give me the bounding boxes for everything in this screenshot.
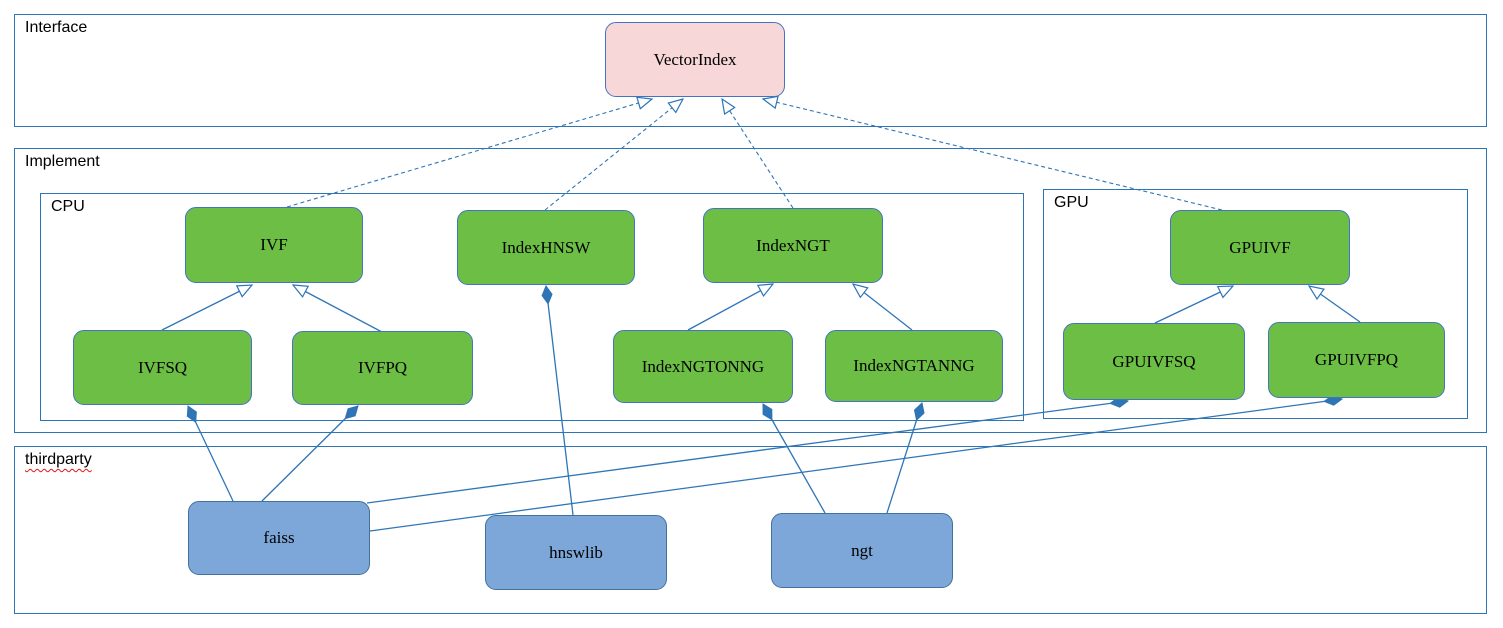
node-faiss-label: faiss [263, 528, 295, 547]
node-ngt[interactable]: ngt [771, 513, 953, 588]
node-ivf[interactable]: IVF [185, 207, 363, 283]
node-vectorindex-label: VectorIndex [653, 49, 737, 69]
node-indexngtonng[interactable]: IndexNGTONNG [613, 330, 793, 403]
node-gpuivf[interactable]: GPUIVF [1170, 210, 1350, 285]
container-thirdparty-label: thirdparty [25, 451, 92, 468]
node-indexhnsw[interactable]: IndexHNSW [457, 210, 635, 285]
node-indexngtonng-label: IndexNGTONNG [641, 356, 765, 376]
node-ivfsq[interactable]: IVFSQ [73, 330, 252, 405]
node-indexngtanng[interactable]: IndexNGTANNG [825, 330, 1003, 402]
node-ivfpq-label: IVFPQ [357, 358, 408, 377]
node-indexhnsw-label: IndexHNSW [501, 237, 591, 257]
node-ivf-label: IVF [260, 235, 288, 254]
node-hnswlib[interactable]: hnswlib [485, 515, 667, 590]
node-ngt-label: ngt [851, 540, 873, 560]
node-hnswlib-label: hnswlib [549, 542, 603, 562]
container-implement-label: Implement [25, 153, 100, 170]
node-gpuivfpq[interactable]: GPUIVFPQ [1268, 322, 1445, 398]
node-ivfpq[interactable]: IVFPQ [292, 331, 473, 405]
container-cpu-label: CPU [51, 198, 85, 215]
node-gpuivfpq-label: GPUIVFPQ [1314, 350, 1399, 369]
node-gpuivfsq-label: GPUIVFSQ [1112, 351, 1196, 371]
node-vectorindex[interactable]: VectorIndex [605, 22, 785, 97]
node-indexngtanng-label: IndexNGTANNG [853, 356, 975, 375]
node-gpuivf-label: GPUIVF [1229, 237, 1291, 257]
container-interface-label: Interface [25, 19, 88, 36]
node-ivfsq-label: IVFSQ [137, 357, 188, 377]
container-gpu-label: GPU [1054, 194, 1089, 211]
node-gpuivfsq[interactable]: GPUIVFSQ [1063, 323, 1245, 400]
node-indexngt[interactable]: IndexNGT [703, 208, 883, 283]
node-indexngt-label: IndexNGT [756, 235, 830, 255]
node-faiss[interactable]: faiss [188, 501, 370, 575]
